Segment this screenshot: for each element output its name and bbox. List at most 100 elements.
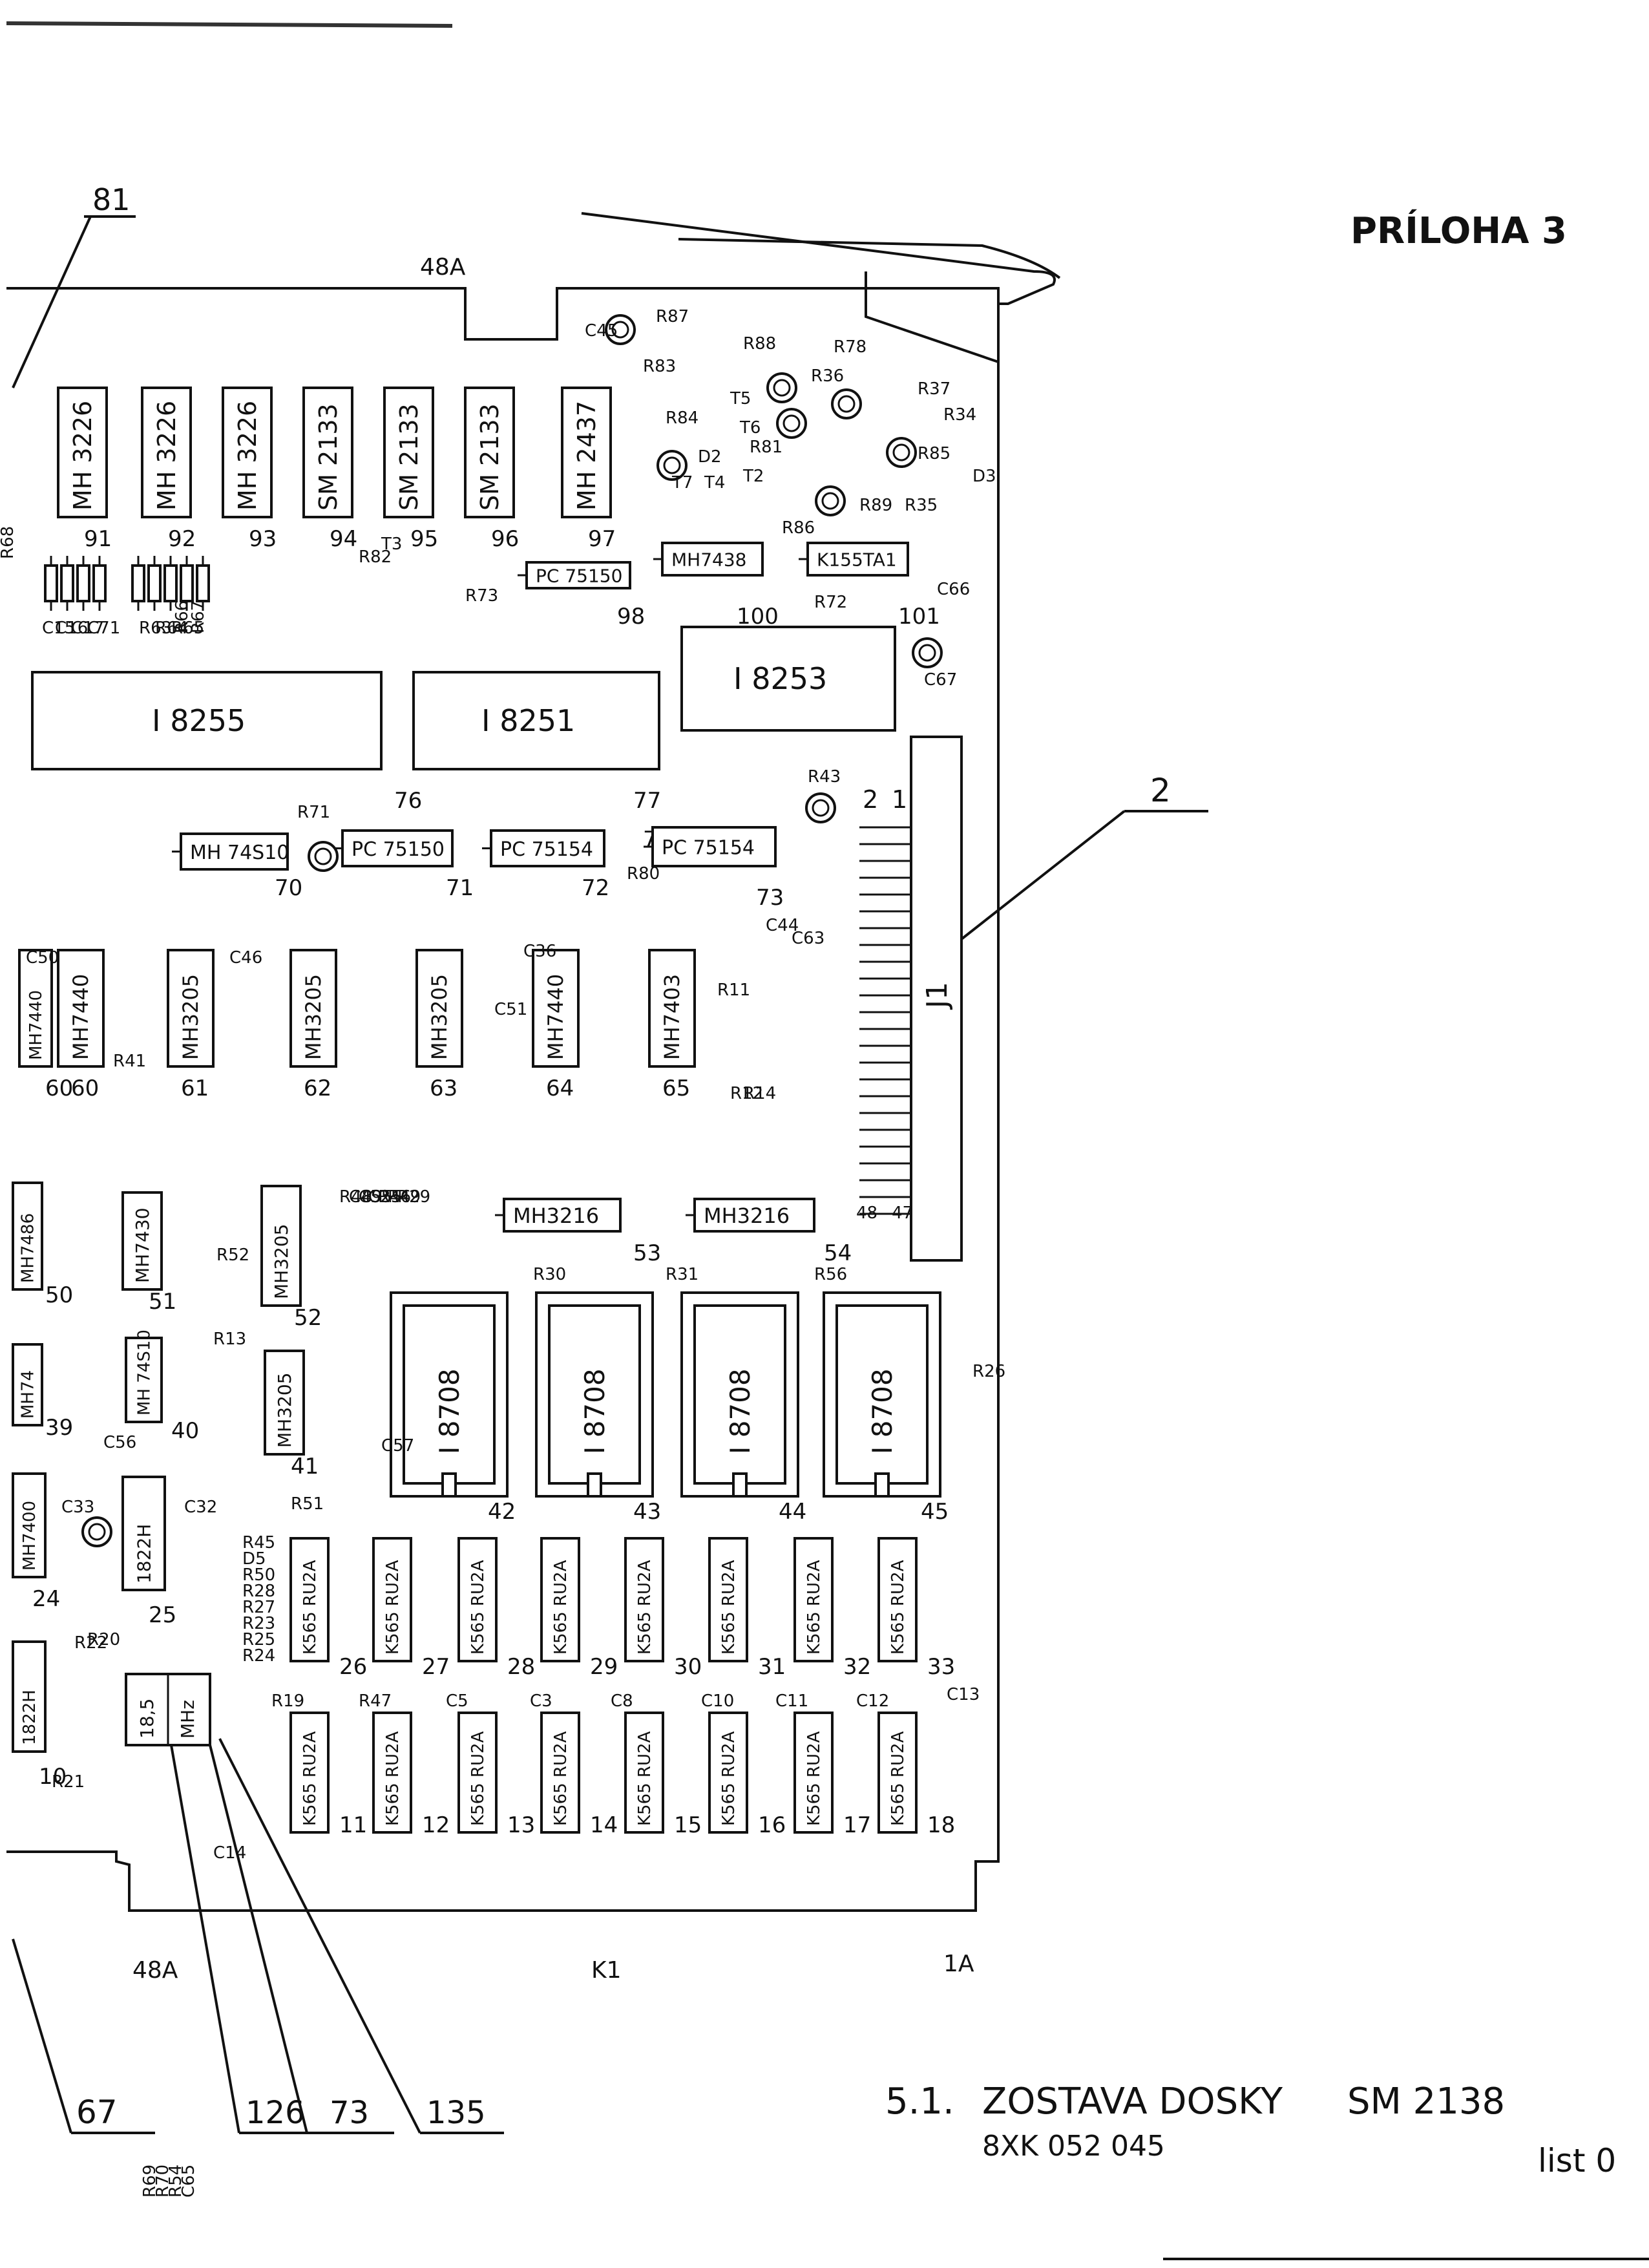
ic-position-label: 60 — [45, 1076, 73, 1101]
ic-part-label: PC 75154 — [500, 838, 593, 861]
component-ref-t6: T6 — [739, 418, 761, 438]
ic-position-label: 15 — [674, 1812, 702, 1838]
component-ref-r46: R46 — [378, 1187, 411, 1207]
callout-126-leader — [170, 1744, 240, 2134]
component-ref-r69: R69 — [140, 2165, 160, 2198]
ic-part-label: MH 3226 — [233, 401, 262, 511]
ic-part-label: K565 RU2A — [888, 1560, 908, 1655]
ic-position-label: 27 — [422, 1654, 450, 1680]
component-ref-r84: R84 — [666, 408, 698, 428]
component-ref-d2: D2 — [698, 447, 722, 467]
round-component-inner — [611, 321, 629, 339]
component-ref-r85: R85 — [918, 444, 951, 463]
component-ref-r65: R65 — [171, 619, 204, 638]
ic-body — [372, 1712, 412, 1834]
component-ref-c51: C51 — [494, 1000, 527, 1019]
ic-notch — [732, 1472, 748, 1498]
ic-part-label: I 8708 — [724, 1368, 756, 1454]
component-ref-r50: R50 — [242, 1565, 275, 1585]
ic-position-label: 44 — [779, 1499, 806, 1525]
connector-j1 — [910, 736, 963, 1262]
component-ref-r51: R51 — [291, 1494, 324, 1514]
ic-part-label: K565 RU2A — [383, 1560, 403, 1655]
ic-position-label: 29 — [590, 1654, 618, 1680]
callout-2-label: 2 — [1150, 772, 1171, 809]
ic-position-label: 72 — [582, 875, 609, 901]
ic-body — [383, 387, 434, 518]
round-component-inner — [837, 395, 856, 413]
ic-body — [12, 1182, 43, 1291]
component-ref-t5: T5 — [730, 389, 751, 408]
ic-body — [289, 1712, 330, 1834]
ic-part-label: MH 3226 — [68, 401, 97, 511]
ic-position-label: 60 — [71, 1076, 99, 1101]
component-ref-r30: R30 — [533, 1265, 566, 1284]
ic-position-label: 98 — [617, 604, 645, 630]
annex-label: PRÍLOHA 3 — [1350, 209, 1567, 252]
ic-position-label: 13 — [507, 1812, 535, 1838]
round-component — [81, 1516, 112, 1547]
ic-body — [624, 1712, 664, 1834]
ic-position-label: 40 — [171, 1418, 199, 1444]
caption-doc-number: 8XK 052 045 — [982, 2130, 1165, 2163]
component-ref-r52: R52 — [216, 1245, 249, 1265]
ic-13: K565 RU2A 13 — [457, 1712, 535, 1838]
component-ref-r64: R64 — [155, 619, 188, 638]
ic-body — [464, 387, 515, 518]
ic-body — [412, 671, 660, 770]
ic-body — [222, 387, 273, 518]
resistor — [180, 564, 194, 602]
round-component-inner — [314, 847, 332, 865]
component-ref-r88: R88 — [743, 334, 776, 354]
ic-body — [877, 1537, 918, 1662]
ic-part-label: MH 3226 — [152, 401, 181, 511]
ic-part-label: I 8708 — [434, 1368, 465, 1454]
resistor — [60, 564, 74, 602]
ic-position-label: 39 — [45, 1415, 73, 1441]
ic-position-label: 95 — [410, 526, 438, 552]
ic-position-label: 42 — [488, 1499, 516, 1525]
component-ref-t2: T2 — [742, 467, 764, 486]
ic-position-label: 65 — [662, 1076, 690, 1101]
ic-position-label: 18 — [927, 1812, 955, 1838]
component-ref-r82: R82 — [359, 547, 392, 567]
ic-position-label: 16 — [758, 1812, 786, 1838]
ic-part-label: MH7486 — [19, 1213, 38, 1283]
ic-part-label: K565 RU2A — [383, 1731, 403, 1826]
ic-part-label: K565 RU2A — [468, 1731, 488, 1826]
component-ref-r26: R26 — [972, 1362, 1005, 1381]
ic-body — [260, 1185, 302, 1307]
ic-position-label: 14 — [590, 1812, 618, 1838]
component-ref-r86: R86 — [782, 518, 815, 538]
component-ref-t3: T3 — [381, 535, 402, 554]
round-component — [886, 437, 917, 468]
component-ref-c67: C67 — [924, 670, 957, 690]
ic-position-label: 30 — [674, 1654, 702, 1680]
scan-edge-artifact — [6, 21, 453, 28]
ic-position-label: 45 — [921, 1499, 949, 1525]
ic-position-label: 50 — [45, 1282, 73, 1308]
ic-part-label: SM 2133 — [314, 403, 342, 511]
ic-position-label: 77 — [633, 788, 661, 814]
component-ref-c32: C32 — [184, 1498, 217, 1517]
edge-label-bottom-left: 48A — [132, 1957, 178, 1984]
ic-body — [532, 949, 580, 1068]
ic-part-label: K565 RU2A — [719, 1560, 739, 1655]
ic-position-label: 63 — [430, 1076, 457, 1101]
ic-part-label: 1822H — [133, 1524, 154, 1584]
component-ref-r21: R21 — [52, 1772, 85, 1792]
